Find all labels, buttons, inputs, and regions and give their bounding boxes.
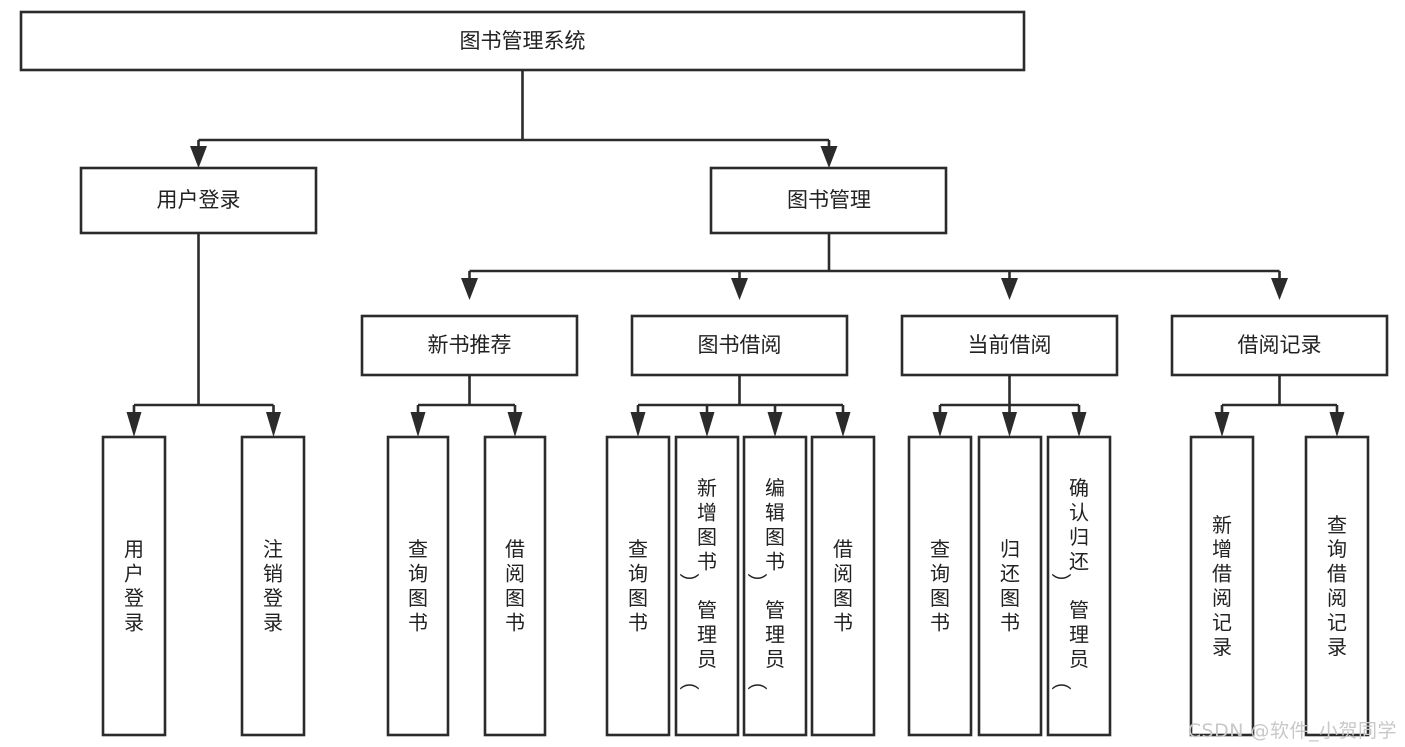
leaf-borrow-record-2-box[interactable] bbox=[1304, 435, 1370, 737]
arrowhead-new-book bbox=[461, 278, 478, 300]
node-new-book-recommend[interactable]: 新书推荐 bbox=[360, 314, 579, 377]
connector-group-borrow-record bbox=[1214, 375, 1345, 437]
leaf-user-login-2-label: 注销登录 bbox=[263, 537, 283, 634]
leaf-book-borrow-3-label: 编辑图书（管理员） bbox=[746, 476, 785, 690]
leaf-book-borrow-3-box[interactable] bbox=[742, 435, 808, 737]
leaf-new-book-1-box[interactable] bbox=[386, 435, 450, 737]
node-new-book-recommend-label: 新书推荐 bbox=[428, 333, 512, 357]
leaf-book-borrow-4-box[interactable] bbox=[810, 435, 876, 737]
arrowhead-user-login bbox=[190, 146, 207, 168]
node-root-label: 图书管理系统 bbox=[460, 29, 586, 53]
leaf-book-borrow-2[interactable]: 新增图书（管理员） bbox=[674, 435, 740, 737]
node-current-borrow-box[interactable] bbox=[900, 314, 1119, 377]
arrowhead-leaf-cb-2 bbox=[1002, 412, 1017, 437]
leaf-new-book-1-label: 查询图书 bbox=[408, 537, 428, 634]
connector-group-user-login bbox=[126, 233, 281, 437]
leaf-current-borrow-1-box[interactable] bbox=[907, 435, 973, 737]
node-root-box[interactable] bbox=[19, 10, 1026, 72]
node-book-borrow[interactable]: 图书借阅 bbox=[630, 314, 849, 377]
leaf-current-borrow-1[interactable]: 查询图书 bbox=[907, 435, 973, 737]
leaf-current-borrow-1-label: 查询图书 bbox=[930, 537, 950, 634]
leaf-current-borrow-2-box[interactable] bbox=[977, 435, 1043, 737]
connector-group-new-book bbox=[410, 375, 523, 437]
leaf-book-borrow-1-label: 查询图书 bbox=[628, 537, 648, 634]
node-borrow-record-label: 借阅记录 bbox=[1238, 333, 1322, 357]
leaf-user-login-1-label: 用户登录 bbox=[124, 537, 144, 634]
arrowhead-leaf-ul-2 bbox=[266, 412, 281, 437]
connector-group-book-manage bbox=[461, 233, 1288, 300]
connector-group-root bbox=[190, 70, 838, 168]
node-borrow-record-box[interactable] bbox=[1170, 314, 1389, 377]
node-user-login[interactable]: 用户登录 bbox=[79, 166, 318, 235]
leaf-current-borrow-3[interactable]: 确认归还（管理员） bbox=[1046, 435, 1112, 737]
node-book-manage[interactable]: 图书管理 bbox=[709, 166, 948, 235]
leaf-book-borrow-1-box[interactable] bbox=[605, 435, 671, 737]
node-book-manage-label: 图书管理 bbox=[787, 188, 871, 212]
arrowhead-borrow-record bbox=[1271, 278, 1288, 300]
leaf-user-login-2[interactable]: 注销登录 bbox=[240, 435, 306, 737]
node-user-login-label: 用户登录 bbox=[157, 188, 241, 212]
arrowhead-leaf-bb-4 bbox=[835, 412, 851, 437]
arrowhead-leaf-bb-3 bbox=[767, 412, 783, 437]
connector-group-book-borrow bbox=[630, 375, 851, 437]
arrowhead-leaf-bb-1 bbox=[630, 412, 646, 437]
leaf-new-book-2[interactable]: 借阅图书 bbox=[483, 435, 547, 737]
leaf-current-borrow-2[interactable]: 归还图书 bbox=[977, 435, 1043, 737]
node-book-manage-box[interactable] bbox=[709, 166, 948, 235]
arrowhead-leaf-ul-1 bbox=[126, 412, 142, 437]
node-book-borrow-box[interactable] bbox=[630, 314, 849, 377]
leaf-book-borrow-3[interactable]: 编辑图书（管理员） bbox=[742, 435, 808, 737]
leaf-current-borrow-3-box[interactable] bbox=[1046, 435, 1112, 737]
node-borrow-record[interactable]: 借阅记录 bbox=[1170, 314, 1389, 377]
arrowhead-current-borrow bbox=[1001, 278, 1018, 300]
node-current-borrow[interactable]: 当前借阅 bbox=[900, 314, 1119, 377]
leaf-book-borrow-2-label: 新增图书（管理员） bbox=[678, 476, 717, 690]
leaf-new-book-1[interactable]: 查询图书 bbox=[386, 435, 450, 737]
leaf-current-borrow-2-label: 归还图书 bbox=[1000, 537, 1020, 634]
leaf-borrow-record-2-label: 查询借阅记录 bbox=[1327, 513, 1347, 659]
leaf-user-login-1[interactable]: 用户登录 bbox=[101, 435, 167, 737]
arrowhead-leaf-br-2 bbox=[1329, 412, 1345, 437]
connector-group-current-borrow bbox=[932, 375, 1087, 437]
arrowhead-leaf-nb-2 bbox=[507, 412, 523, 437]
leaf-new-book-2-label: 借阅图书 bbox=[505, 537, 525, 634]
node-book-borrow-label: 图书借阅 bbox=[698, 333, 782, 357]
node-root-system[interactable]: 图书管理系统 bbox=[19, 10, 1026, 72]
arrowhead-book-manage bbox=[820, 146, 838, 168]
node-current-borrow-label: 当前借阅 bbox=[968, 333, 1052, 357]
leaf-book-borrow-4-label: 借阅图书 bbox=[833, 537, 853, 634]
leaf-current-borrow-3-label: 确认归还（管理员） bbox=[1050, 476, 1089, 690]
arrowhead-leaf-cb-1 bbox=[932, 412, 948, 437]
leaf-user-login-1-box[interactable] bbox=[101, 435, 167, 737]
leaf-borrow-record-1-label: 新增借阅记录 bbox=[1212, 513, 1232, 659]
leaf-book-borrow-2-box[interactable] bbox=[674, 435, 740, 737]
leaf-borrow-record-2[interactable]: 查询借阅记录 bbox=[1304, 435, 1370, 737]
leaf-user-login-2-box[interactable] bbox=[240, 435, 306, 737]
arrowhead-leaf-cb-3 bbox=[1071, 412, 1087, 437]
arrowhead-leaf-nb-1 bbox=[410, 412, 426, 437]
leaf-new-book-2-box[interactable] bbox=[483, 435, 547, 737]
arrowhead-leaf-br-1 bbox=[1214, 412, 1230, 437]
leaf-book-borrow-1[interactable]: 查询图书 bbox=[605, 435, 671, 737]
arrowhead-leaf-bb-2 bbox=[699, 412, 715, 437]
leaf-borrow-record-1-box[interactable] bbox=[1189, 435, 1255, 737]
leaf-book-borrow-4[interactable]: 借阅图书 bbox=[810, 435, 876, 737]
node-new-book-recommend-box[interactable] bbox=[360, 314, 579, 377]
leaf-borrow-record-1[interactable]: 新增借阅记录 bbox=[1189, 435, 1255, 737]
csdn-watermark: CSDN @软件_小贺同学 bbox=[1187, 720, 1397, 742]
arrowhead-book-borrow bbox=[731, 278, 748, 300]
node-user-login-box[interactable] bbox=[79, 166, 318, 235]
